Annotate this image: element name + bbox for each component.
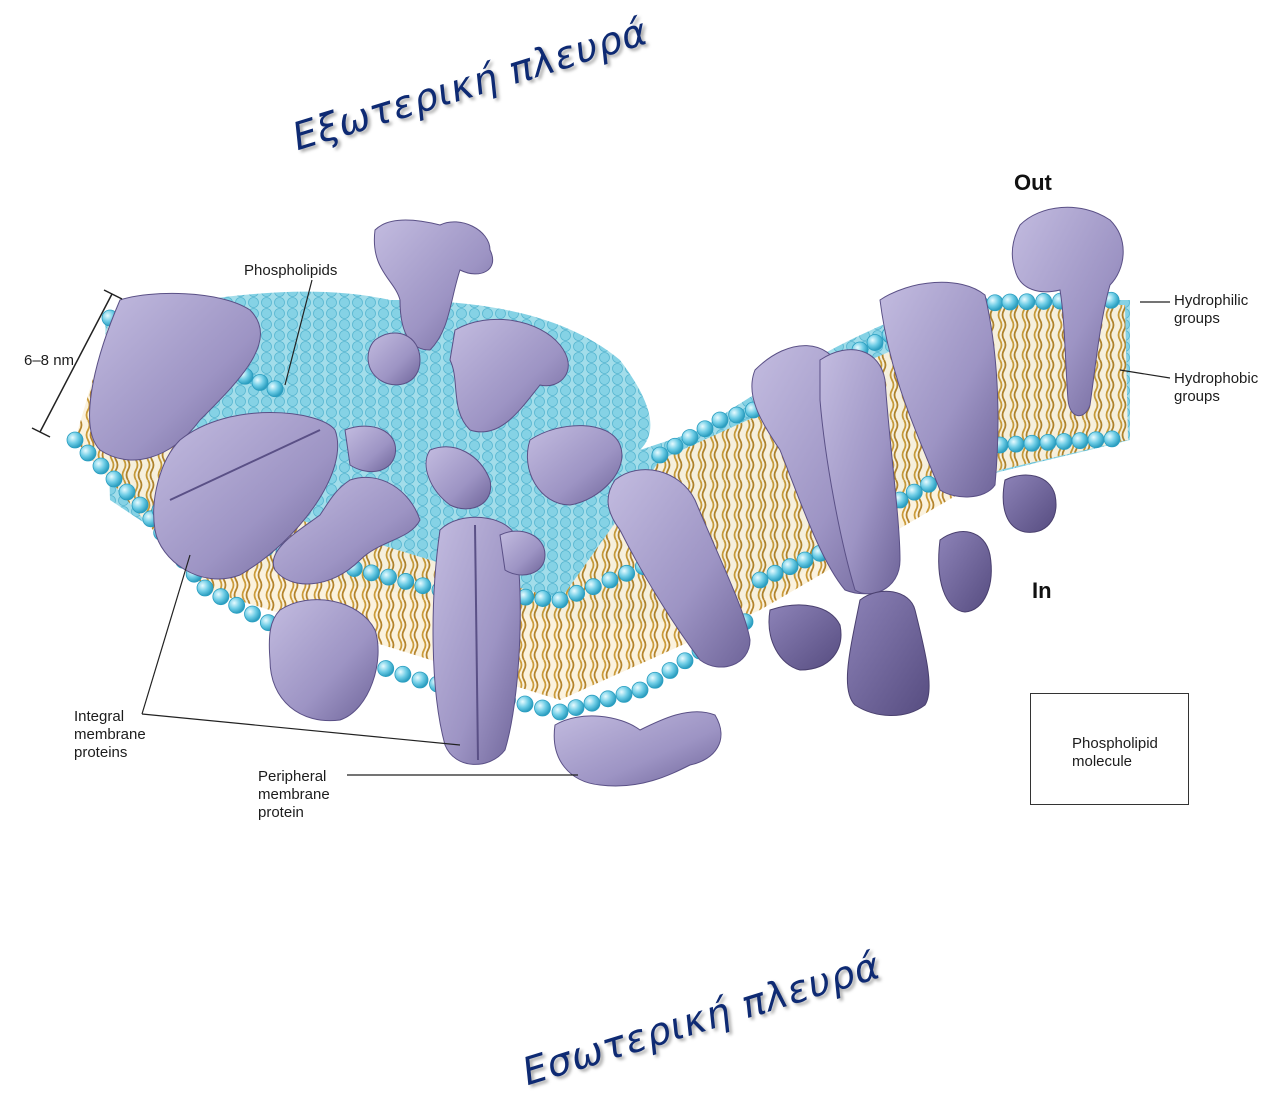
phospholipid-head xyxy=(252,375,268,391)
phospholipid-head xyxy=(1088,432,1104,448)
phospholipid-head xyxy=(552,704,568,720)
phospholipid-head xyxy=(1019,294,1035,310)
phospholipid-head xyxy=(600,691,616,707)
phospholipid-head xyxy=(106,471,122,487)
phospholipid-head xyxy=(647,672,663,688)
phospholipid-head xyxy=(767,565,783,581)
phospholipid-head xyxy=(1002,294,1018,310)
phospholipid-head xyxy=(632,682,648,698)
phospholipid-head xyxy=(552,592,568,608)
phospholipid-head xyxy=(616,686,632,702)
protein-small-d xyxy=(345,426,396,471)
phospholipid-head xyxy=(906,484,922,500)
phospholipid-head xyxy=(682,430,698,446)
phospholipid-head xyxy=(378,661,394,677)
phospholipid-head xyxy=(132,497,148,513)
phospholipid-head xyxy=(267,381,283,397)
phospholipid-head xyxy=(569,585,585,601)
label-integral-proteins: Integral membrane proteins xyxy=(74,708,146,762)
phospholipid-head xyxy=(381,569,397,585)
phospholipid-head xyxy=(602,572,618,588)
phospholipid-head xyxy=(867,335,883,351)
label-phospholipids: Phospholipids xyxy=(244,262,337,280)
protein-dark-lower-a xyxy=(769,605,841,670)
protein-small-a xyxy=(368,333,420,385)
phospholipid-head xyxy=(1040,434,1056,450)
phospholipid-head xyxy=(1056,434,1072,450)
phospholipid-head xyxy=(677,653,693,669)
phospholipid-head xyxy=(398,573,414,589)
label-in: In xyxy=(1032,578,1052,604)
phospholipid-head xyxy=(782,559,798,575)
phospholipid-head xyxy=(517,696,533,712)
phospholipid-head xyxy=(535,700,551,716)
protein-dark-lower-d xyxy=(1003,475,1056,532)
label-hydrophobic: Hydrophobic groups xyxy=(1174,370,1258,406)
phospholipid-head xyxy=(1072,433,1088,449)
phospholipid-head xyxy=(921,476,937,492)
phospholipid-head xyxy=(93,458,109,474)
phospholipid-head xyxy=(1104,431,1120,447)
label-hydrophilic: Hydrophilic groups xyxy=(1174,292,1248,328)
phospholipid-head xyxy=(652,447,668,463)
phospholipid-head xyxy=(197,580,213,596)
phospholipid-head xyxy=(568,700,584,716)
phospholipid-head xyxy=(535,591,551,607)
phospholipid-head xyxy=(245,606,261,622)
phospholipid-head xyxy=(229,597,245,613)
protein-dark-lower-b xyxy=(847,591,929,715)
protein-round xyxy=(269,600,378,721)
phospholipid-head xyxy=(712,412,728,428)
phospholipid-head xyxy=(415,578,431,594)
label-out: Out xyxy=(1014,170,1052,196)
phospholipid-head xyxy=(1008,436,1024,452)
phospholipid-head xyxy=(987,295,1003,311)
phospholipid-head xyxy=(363,565,379,581)
phospholipid-head xyxy=(584,695,600,711)
integral-membrane-proteins xyxy=(90,207,1124,764)
phospholipid-head xyxy=(662,663,678,679)
protein-dark-lower-c xyxy=(939,532,992,612)
phospholipid-head xyxy=(697,421,713,437)
phospholipid-head xyxy=(752,572,768,588)
phospholipid-head xyxy=(80,445,96,461)
phospholipid-head xyxy=(1024,435,1040,451)
phospholipid-head xyxy=(1036,293,1052,309)
phospholipid-head xyxy=(585,579,601,595)
phospholipid-head xyxy=(797,552,813,568)
phospholipid-head xyxy=(619,565,635,581)
legend-label: Phospholipid molecule xyxy=(1072,735,1158,771)
peripheral-membrane-protein xyxy=(554,712,721,786)
phospholipid-head xyxy=(667,438,683,454)
phospholipid-head xyxy=(213,589,229,605)
phospholipid-head xyxy=(729,407,745,423)
label-thickness: 6–8 nm xyxy=(24,352,74,370)
phospholipid-head xyxy=(67,432,83,448)
phospholipid-head xyxy=(119,484,135,500)
label-peripheral-protein: Peripheral membrane protein xyxy=(258,768,330,822)
phospholipid-head xyxy=(395,666,411,682)
phospholipid-head xyxy=(412,672,428,688)
